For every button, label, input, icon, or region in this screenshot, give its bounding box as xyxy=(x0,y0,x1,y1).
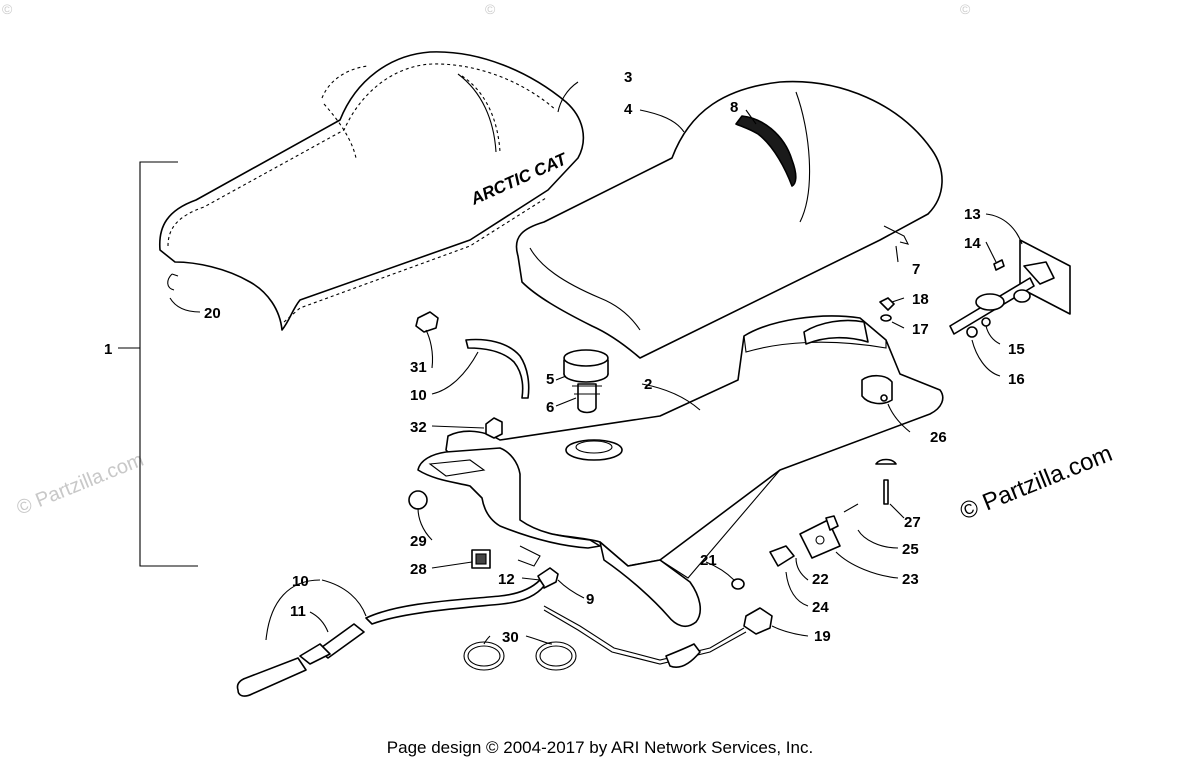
callout-28: 28 xyxy=(410,561,427,578)
callout-6: 6 xyxy=(546,399,554,416)
callout-20: 20 xyxy=(204,305,221,322)
bolt-26 xyxy=(880,394,888,402)
callout-30: 30 xyxy=(502,629,519,646)
callout-31: 31 xyxy=(410,359,427,376)
tank-cover xyxy=(417,447,601,549)
callout-5: 5 xyxy=(546,371,554,388)
faint-watermark-left: © Partzilla.com xyxy=(14,449,147,520)
callout-14: 14 xyxy=(964,235,981,252)
callout-32: 32 xyxy=(410,419,427,436)
screw-27 xyxy=(875,458,897,505)
washer-21 xyxy=(731,578,745,590)
seat-base xyxy=(445,315,944,628)
callout-13: 13 xyxy=(964,206,981,223)
bracket xyxy=(517,545,541,567)
callout-10-upper: 10 xyxy=(410,387,427,404)
callout-16: 16 xyxy=(1008,371,1025,388)
callout-3: 3 xyxy=(624,69,632,86)
sensor-hardware xyxy=(769,503,859,567)
copyright-footer: Page design © 2004-2017 by ARI Network S… xyxy=(386,738,814,757)
fuel-cap xyxy=(563,349,609,383)
filler-neck xyxy=(572,383,602,414)
leader-lines xyxy=(169,81,1023,645)
callout-7: 7 xyxy=(912,261,920,278)
corner-watermark-left: © xyxy=(2,1,13,17)
corner-watermark-right: © xyxy=(960,1,971,17)
seat-clip xyxy=(167,273,179,291)
callout-25: 25 xyxy=(902,541,919,558)
corner-watermark-center: © xyxy=(485,1,496,17)
latch-assembly xyxy=(949,239,1071,338)
callout-2: 2 xyxy=(644,376,652,393)
nut-18 xyxy=(879,297,895,311)
callout-labels: 1 2 3 4 5 6 7 8 9 10 10 11 12 13 14 15 1… xyxy=(104,69,1025,646)
callout-21: 21 xyxy=(700,552,717,569)
seat-hook xyxy=(883,225,910,245)
callout-11: 11 xyxy=(290,603,306,620)
callout-29: 29 xyxy=(410,533,427,550)
callout-26: 26 xyxy=(930,429,947,446)
callout-24: 24 xyxy=(812,599,829,616)
callout-8: 8 xyxy=(730,99,738,116)
callout-23: 23 xyxy=(902,571,919,588)
callout-18: 18 xyxy=(912,291,929,308)
partzilla-watermark: © Partzilla.com xyxy=(956,440,1116,526)
callout-27: 27 xyxy=(904,514,921,531)
callout-19: 19 xyxy=(814,628,831,645)
callout-1: 1 xyxy=(104,341,112,358)
washer-17 xyxy=(880,314,892,322)
callout-9: 9 xyxy=(586,591,594,608)
callout-17: 17 xyxy=(912,321,929,338)
seat-emblem xyxy=(735,115,797,187)
vent-hose-upper xyxy=(465,338,530,399)
hose-clamps xyxy=(463,641,577,671)
fuel-line xyxy=(236,579,545,697)
sensor-cable xyxy=(543,605,773,668)
callout-15: 15 xyxy=(1008,341,1025,358)
callout-22: 22 xyxy=(812,571,829,588)
seat-foam xyxy=(515,80,943,359)
fitting xyxy=(485,417,503,439)
callout-10-lower: 10 xyxy=(292,573,309,590)
seat-cover: ARCTIC CAT xyxy=(158,51,585,331)
callout-4: 4 xyxy=(624,101,633,118)
grommet xyxy=(415,311,439,333)
gear-washer xyxy=(408,490,428,510)
assembly-bracket xyxy=(139,161,198,567)
callout-12: 12 xyxy=(498,571,515,588)
